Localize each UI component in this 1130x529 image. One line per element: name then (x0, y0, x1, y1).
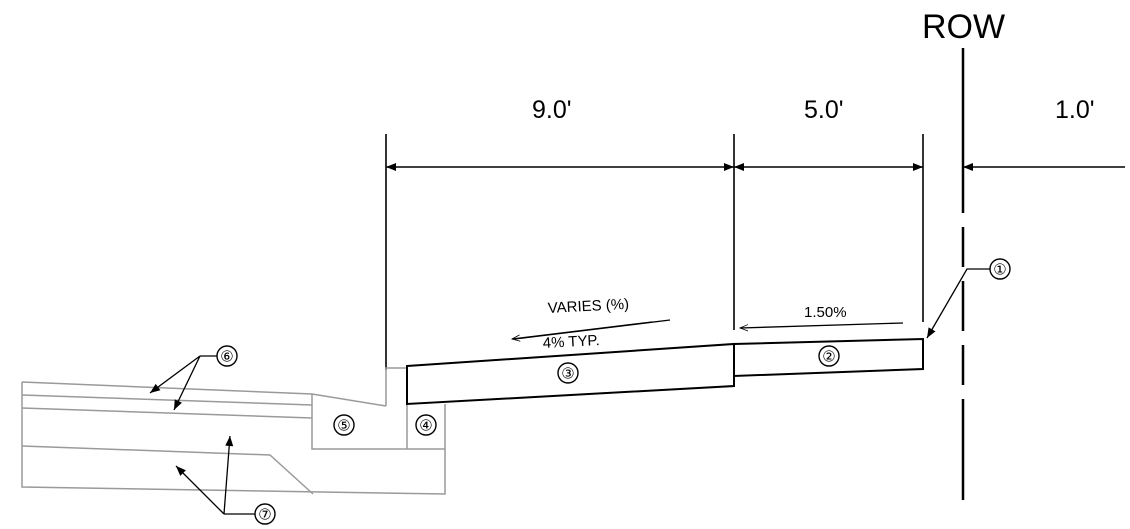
slope-arrow-150 (738, 322, 904, 332)
callout-7-label: ⑦ (258, 507, 271, 524)
callout-6-leader-b (173, 355, 201, 411)
callout-1-leader (926, 268, 990, 339)
callout-7-leader-a (223, 435, 234, 515)
callout-4-circle (415, 414, 437, 436)
callout-5-label: ⑤ (337, 418, 350, 435)
slope-label-varies: VARIES (%) (547, 296, 629, 317)
callout-2-circle (818, 345, 840, 367)
dimension-label-9ft: 9.0' (532, 96, 572, 124)
slope-label-typical: 4% TYP. (542, 332, 600, 352)
callout-1-label: ① (993, 262, 1006, 279)
callout-6-leader-a (149, 355, 201, 394)
dimension-label-5ft: 5.0' (804, 96, 844, 124)
slope-arrow-varies (510, 321, 653, 342)
callout-6-label: ⑥ (220, 349, 233, 366)
row-label: ROW (922, 8, 1005, 46)
section-2-sidewalk (733, 337, 924, 378)
callout-3-circle (557, 362, 579, 384)
section-3-pavement (406, 342, 735, 406)
existing-pavement-layers (21, 367, 446, 495)
callout-2-label: ② (822, 349, 835, 366)
callout-7-leader-b (175, 465, 225, 515)
callout-3-label: ③ (561, 366, 574, 383)
callout-4-label: ④ (419, 418, 432, 435)
dimension-label-1ft: 1.0' (1055, 96, 1095, 124)
callout-5-circle (333, 414, 355, 436)
slope-label-150: 1.50% (804, 304, 847, 321)
